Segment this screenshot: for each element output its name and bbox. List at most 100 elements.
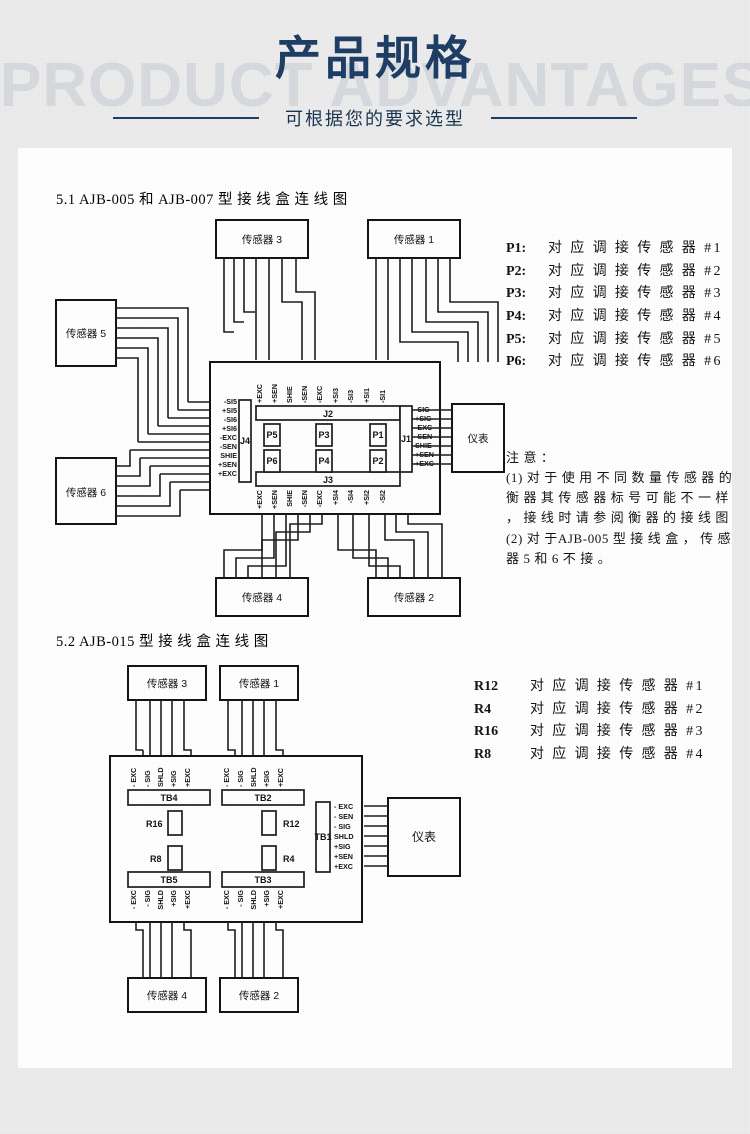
sensor-4-label: 传感器 4 [147,989,187,1002]
instrument-label-1: 仪表 [468,432,489,445]
sensor-3-label: 传感器 3 [242,233,282,246]
pin-label: +SI5 [222,406,237,415]
section-5-2-title: 5.2 AJB-015 型 接 线 盒 连 线 图 [56,634,269,650]
terminal-j4 [238,399,252,483]
section-5-1-legend: P1:对 应 调 接 传 感 器 #1 P2:对 应 调 接 传 感 器 #2 … [506,238,723,374]
pot-p6-box [263,449,281,473]
sensor-6-label: 传感器 6 [66,486,106,499]
pin-label: SHIE [285,386,294,403]
pin-label: +SIG [262,770,271,787]
notes-heading: 注 意 ： [506,450,555,465]
pin-label: -SI5 [224,397,237,406]
pin-label: SHIE [285,490,294,507]
terminal-tb3 [221,871,305,888]
legend-item: P4:对 应 调 接 传 感 器 #4 [506,306,723,329]
wiring-diagram-ajb005-007: 传感器 3 传感器 1 传感器 5 传感器 6 传感器 4 传感器 2 [55,219,505,617]
legend-item: P1: 对 应 调 接 传 感 器 #1 [506,238,723,261]
pin-label: -EXC [220,433,237,442]
terminal-j3-label: J3 [323,475,333,485]
pot-p1-box [369,423,387,447]
pin-label: +EXC [255,384,264,403]
pin-label: +SI3 [331,388,340,403]
legend-key: P5: [506,331,527,347]
pin-label: SHLD [156,890,165,910]
terminal-tb2-pins: - EXC - SIG SHLD +SIG +EXC [222,767,285,787]
section-5-1-title: 5.1 AJB-005 和 AJB-007 型 接 线 盒 连 线 图 [56,192,348,208]
terminal-tb2 [221,789,305,806]
pin-label: +EXC [183,890,192,909]
pot-p5-box [263,423,281,447]
pin-label: +SEN [218,460,237,469]
resistor-r4-box [261,845,277,871]
legend-key: P2: [506,263,527,279]
pin-label: +SI1 [362,388,371,403]
terminal-tb1-label: TB1 [314,832,331,842]
pin-label: - SIG [143,770,152,787]
legend-key: P4: [506,309,527,325]
instrument-box-2 [387,797,461,877]
pin-label: -EXC [315,386,324,403]
pin-label: -SI4 [346,490,355,503]
sensor-2-label: 传感器 2 [239,989,279,1002]
terminal-j2-pins: +EXC +SEN SHIE -SEN -EXC +SI3 -SI3 +SI1 … [255,384,387,403]
terminal-tb4-pins: - EXC - SIG SHLD +SIG +EXC [129,767,192,787]
pot-p3-label: P3 [318,430,329,440]
sensor-2-label: 传感器 2 [394,591,434,604]
resistor-r12-box [261,810,277,836]
pin-label: -SI6 [224,415,237,424]
terminal-j1-label: J1 [401,434,411,444]
legend-value: 对 应 调 接 传 感 器 #1 [548,241,723,256]
pin-label: -EXC [315,490,324,507]
pin-label: +EXC [218,469,237,478]
pin-label: SHLD [334,832,354,841]
legend-key: R12 [474,679,499,694]
instrument-wires-2 [364,805,388,867]
pin-label: +SEN [270,384,279,403]
sensor-5-box [55,299,117,367]
pin-label: +EXC [276,890,285,909]
legend-item: R8 对 应 调 接 传 感 器 #4 [474,744,705,767]
pin-label: - EXC [222,768,231,787]
pin-label: +SEN [270,490,279,509]
pot-p5-label: P5 [266,430,277,440]
pin-label: SHLD [249,767,258,787]
legend-key: P1: [506,241,527,256]
legend-value: 对 应 调 接 传 感 器 #5 [548,331,723,347]
legend-key: R8 [474,747,492,763]
pot-p6-label: P6 [266,456,277,466]
divider-right [491,117,637,119]
pot-p2-label: P2 [372,456,383,466]
page-header: PRODUCT ADVANTAGES 产品规格 可根据您的要求选型 [0,0,750,148]
instrument-box-1 [451,403,505,473]
pin-label: - SIG [236,770,245,787]
terminal-j3-pins: +EXC +SEN SHIE -SEN -EXC +SI4 -SI4 +SI2 … [255,490,387,509]
legend-item: P5: 对 应 调 接 传 感 器 #5 [506,329,723,352]
wiring-diagram-ajb015: 传感器 3 传感器 1 TB4 - EXC - SIG SHLD +SIG [109,665,461,1013]
subtitle-row: 可根据您的要求选型 [0,100,750,136]
resistor-r16-label: R16 [146,819,163,829]
pin-label: -SEN [300,386,309,403]
sensor-4-box [127,977,207,1013]
sensor-6-box [55,457,117,525]
pin-label: +EXC [276,768,285,787]
legend-value: 对 应 调 接 传 感 器 #2 [548,263,723,279]
resistor-r8-box [167,845,183,871]
resistor-r4-label: R4 [283,854,295,864]
sensor-3-box [127,665,207,701]
sensor-1-label: 传感器 1 [394,233,434,246]
legend-item: P2: 对 应 调 接 传 感 器 #2 [506,261,723,284]
pin-label: +SI6 [222,424,237,433]
pin-label: +SEN [334,852,353,861]
pin-label: +SIG [262,890,271,907]
pin-label: - EXC [222,890,231,909]
legend-value: 对 应 调 接 传 感 器 #2 [530,701,705,717]
pin-label: SHLD [249,890,258,910]
pin-label: -SI1 [378,390,387,403]
section-5-1-notes: 注 意 ： (1) 对 于 使 用 不 同 数 量 传 感 器 的 衡 器 其 … [506,448,742,569]
sensor-2-box [219,977,299,1013]
sensor-2-box [367,577,461,617]
instrument-wires-1 [412,409,452,465]
legend-value: 对 应 调 接 传 感 器 #4 [530,747,705,763]
